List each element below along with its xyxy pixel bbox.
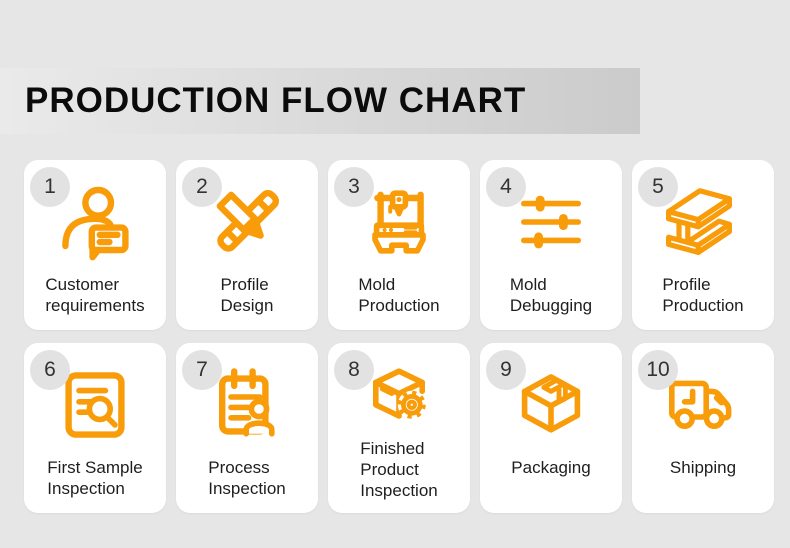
step-number-badge: 4 xyxy=(486,167,526,207)
step-label: Finished Product Inspection xyxy=(360,439,438,500)
step-card: 2 Profile Design xyxy=(176,160,318,330)
step-number-badge: 9 xyxy=(486,350,526,390)
step-number: 2 xyxy=(196,175,208,198)
step-card: 1 Customer requirements xyxy=(24,160,166,330)
step-label: Customer requirements xyxy=(45,275,145,315)
step-label: Profile Production xyxy=(662,275,744,315)
step-number: 5 xyxy=(652,175,664,198)
page-title: PRODUCTION FLOW CHART xyxy=(25,81,527,120)
step-number: 10 xyxy=(646,358,670,381)
step-number-badge: 8 xyxy=(334,350,374,390)
step-card: 7 Process Inspection xyxy=(176,343,318,513)
step-card: 4 Mold Debugging xyxy=(480,160,622,330)
step-label: Mold Production xyxy=(358,275,440,315)
step-number-badge: 6 xyxy=(30,350,70,390)
step-number: 4 xyxy=(500,175,512,198)
step-number-badge: 10 xyxy=(638,350,678,390)
step-number: 7 xyxy=(196,358,208,381)
step-card: 5 Profile Production xyxy=(632,160,774,330)
step-number: 6 xyxy=(44,358,56,381)
step-card: 6 First Sample Inspection xyxy=(24,343,166,513)
step-number-badge: 7 xyxy=(182,350,222,390)
step-card: 9 Packaging xyxy=(480,343,622,513)
step-card: 3 Mold Production xyxy=(328,160,470,330)
step-number: 9 xyxy=(500,358,512,381)
step-number-badge: 5 xyxy=(638,167,678,207)
step-label: Profile Design xyxy=(220,275,274,315)
step-label: Process Inspection xyxy=(208,458,286,498)
step-number: 8 xyxy=(348,358,360,381)
step-label: Mold Debugging xyxy=(509,275,593,315)
step-label: First Sample Inspection xyxy=(47,458,143,498)
step-number-badge: 1 xyxy=(30,167,70,207)
step-number-badge: 2 xyxy=(182,167,222,207)
step-label: Shipping xyxy=(669,458,737,477)
step-card: 8 Finished Product Inspection xyxy=(328,343,470,513)
step-label: Packaging xyxy=(511,458,591,477)
step-number: 3 xyxy=(348,175,360,198)
flow-steps-grid: 1 Customer requirements 2 Profile Design… xyxy=(24,160,774,513)
title-banner: PRODUCTION FLOW CHART xyxy=(0,68,640,134)
step-number-badge: 3 xyxy=(334,167,374,207)
step-card: 10 Shipping xyxy=(632,343,774,513)
step-number: 1 xyxy=(44,175,56,198)
